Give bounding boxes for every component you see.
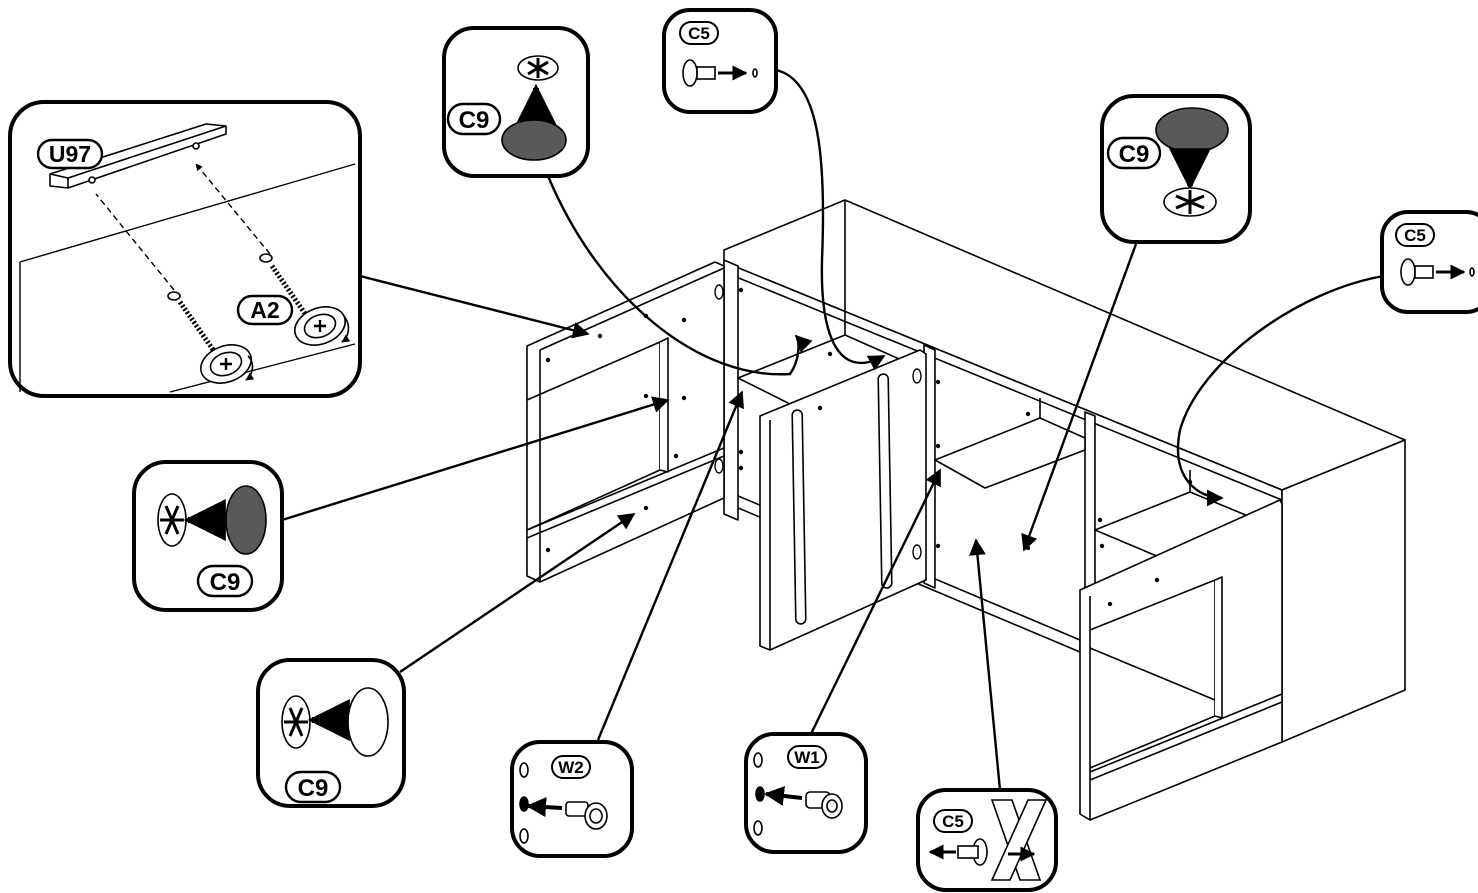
cam-lock-icon (1163, 187, 1217, 217)
handle-icon (49, 123, 227, 189)
label-c5-top: C5 (688, 24, 710, 43)
cam-bolt-icon (682, 59, 758, 87)
leader-c9-top (546, 175, 813, 376)
callout-c9-left: C9 (132, 460, 284, 612)
cabinet-cam-locks (714, 284, 922, 560)
center-door (759, 349, 927, 651)
callout-c5-right: C5 (1380, 210, 1478, 314)
label-c9-right: C9 (1119, 141, 1150, 168)
right-door (1079, 499, 1283, 821)
cover-cap-icon (1155, 107, 1229, 153)
label-a2: A2 (250, 297, 279, 323)
center-door-handle-left (791, 409, 807, 625)
label-u97: U97 (49, 141, 91, 167)
cam-lock-icon (281, 695, 311, 749)
dowel-icon (519, 762, 608, 844)
callout-w1: W1 (744, 732, 868, 854)
leader-c9-right (1021, 243, 1138, 552)
cabinet-right-side (1281, 439, 1406, 743)
leader-c5-bottom (969, 538, 1002, 791)
center-door-handle-right (877, 373, 893, 589)
cover-cap-icon (347, 687, 389, 757)
leader-u97 (359, 274, 590, 339)
screw-icon (167, 253, 351, 384)
cam-tool-icon (990, 799, 1048, 881)
callout-c9-top: C9 (442, 26, 590, 178)
leader-c9-lower-left (399, 513, 636, 673)
label-w2: W2 (558, 758, 584, 777)
cam-bolt-icon (1400, 258, 1475, 286)
divider-left (723, 259, 739, 521)
leader-c9-left (281, 396, 670, 522)
label-c5-right: C5 (1404, 226, 1426, 245)
leader-w1 (806, 468, 942, 741)
leader-c5-top (775, 68, 886, 371)
cam-lock-icon (517, 55, 559, 81)
leader-c5-right (1177, 274, 1385, 507)
shelf-center (934, 417, 1086, 489)
dowel-icon (753, 752, 843, 836)
cover-cap-icon (225, 485, 267, 555)
cover-cap-icon (501, 119, 567, 161)
leader-lines (281, 68, 1385, 791)
label-c9-left: C9 (210, 569, 241, 596)
left-door (526, 261, 725, 583)
callout-handle: U97 A2 (8, 100, 362, 398)
callout-c5-top: C5 (662, 8, 778, 114)
callout-w2: W2 (510, 740, 634, 858)
cam-bolt-icon (928, 838, 988, 866)
label-c9-lower-left: C9 (298, 775, 329, 802)
callout-c5-bottom: C5 (916, 788, 1058, 892)
callout-c9-right: C9 (1100, 94, 1252, 244)
label-c5-bottom: C5 (942, 812, 964, 831)
leader-w2 (596, 390, 744, 741)
label-c9-top: C9 (459, 107, 490, 134)
cam-lock-icon (157, 493, 187, 547)
label-w1: W1 (794, 748, 820, 767)
callout-c9-lower-left: C9 (256, 658, 406, 808)
